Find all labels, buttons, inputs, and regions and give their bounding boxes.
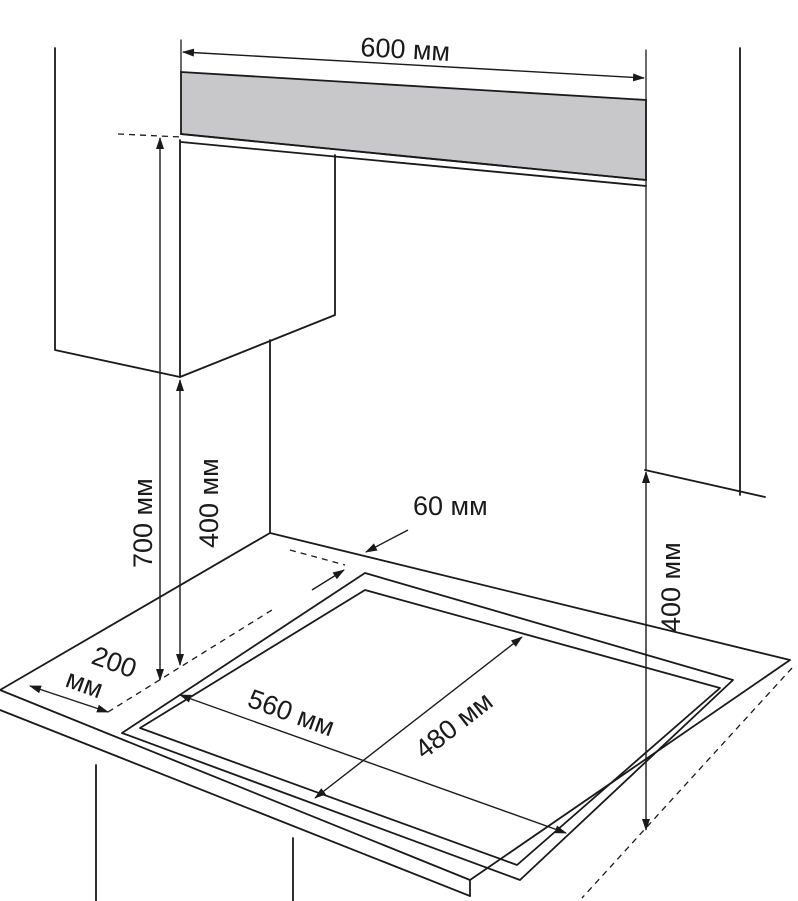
dim-arrow-rear-gap <box>365 529 409 553</box>
label-total-height: 700 мм <box>128 478 158 568</box>
cooker-hood <box>180 71 647 187</box>
label-hood-width: 600 мм <box>360 32 451 67</box>
label-side-clearance: 400 мм <box>656 542 686 632</box>
dim-line-cutout-depth <box>314 636 523 799</box>
hood-reference-line <box>117 133 182 138</box>
left-wall-cabinet <box>54 47 336 378</box>
dim-line-side-gap <box>29 685 109 713</box>
front-clearance-guide <box>581 667 793 899</box>
label-cutout-width: 560 мм <box>244 683 339 742</box>
dim-line-hood-width <box>182 48 645 82</box>
label-cabinet-clearance: 400 мм <box>194 458 224 548</box>
label-rear-gap: 60 мм <box>413 491 488 521</box>
label-cutout-depth: 480 мм <box>409 686 498 765</box>
right-wall-cabinet <box>644 47 766 498</box>
dim-arrow-rear-gap-lower <box>311 569 345 591</box>
rear-gap-guide <box>289 549 346 566</box>
